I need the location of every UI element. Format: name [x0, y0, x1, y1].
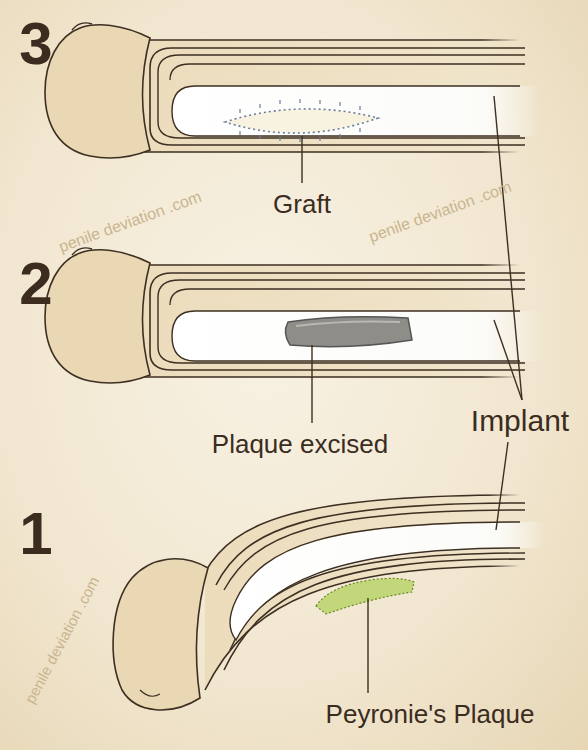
part-label: Implant — [471, 404, 569, 437]
part-label: Plaque excised — [212, 430, 388, 459]
part-label: Graft — [273, 190, 331, 219]
watermark: penile deviation .com — [366, 178, 513, 246]
step-number: 3 — [19, 11, 52, 77]
step-number: 1 — [19, 501, 52, 567]
part-label: Peyronie's Plaque — [326, 700, 535, 729]
watermark: penile deviation .com — [56, 188, 203, 256]
step-number: 2 — [19, 251, 52, 317]
watermark: penile deviation .com — [22, 574, 103, 706]
